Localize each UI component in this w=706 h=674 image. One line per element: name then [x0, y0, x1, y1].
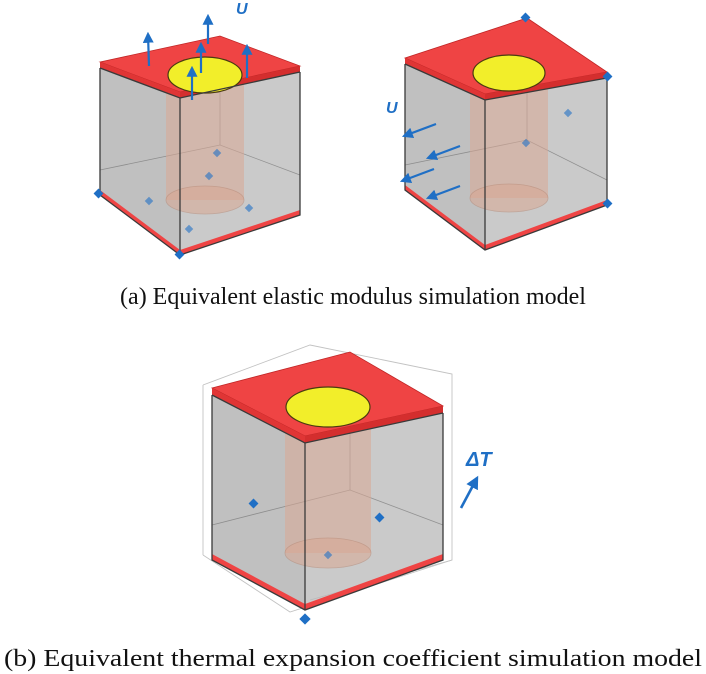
cube-a-left-bottom-plate: [100, 190, 300, 255]
constraint-marker-icon: [520, 12, 531, 23]
constraint-marker-icon: [323, 550, 333, 560]
cube-b-front-face: [212, 395, 305, 610]
cube-a-right-bottom-plate: [405, 185, 607, 250]
constraint-marker-icon: [299, 613, 311, 625]
cube-a-right: U: [386, 12, 613, 251]
constraint-marker-icon: [212, 148, 222, 158]
constraint-marker-icon: [184, 224, 194, 234]
caption-b: (b) Equivalent thermal expansion coeffic…: [4, 646, 702, 672]
constraint-marker-icon: [374, 512, 385, 523]
constraint-marker-icon: [602, 71, 613, 82]
constraint-marker-icon: [174, 249, 185, 260]
displacement-arrows: [399, 122, 461, 201]
cube-b-bottom-plate: [212, 554, 443, 610]
cube-b-hole: [285, 386, 371, 428]
caption-a: (a) Equivalent elastic modulus simulatio…: [120, 284, 586, 310]
constraint-marker-icon: [602, 198, 613, 209]
constraint-marker-icon: [144, 196, 154, 206]
label-delta-t: ΔT: [465, 449, 493, 471]
constraint-marker-icon: [204, 171, 214, 181]
label-u-right: U: [386, 100, 398, 117]
cube-a-right-hole: [472, 54, 546, 92]
constraint-marker-icon: [244, 203, 254, 213]
displacement-arrows: [142, 13, 253, 100]
constraint-marker-icon: [93, 188, 104, 199]
label-u-left: U: [236, 1, 248, 18]
constraint-marker-icon: [248, 498, 259, 509]
cube-b: ΔT: [202, 344, 493, 625]
cube-a-left: U: [93, 1, 302, 260]
thermal-arrow-icon: [459, 475, 479, 509]
